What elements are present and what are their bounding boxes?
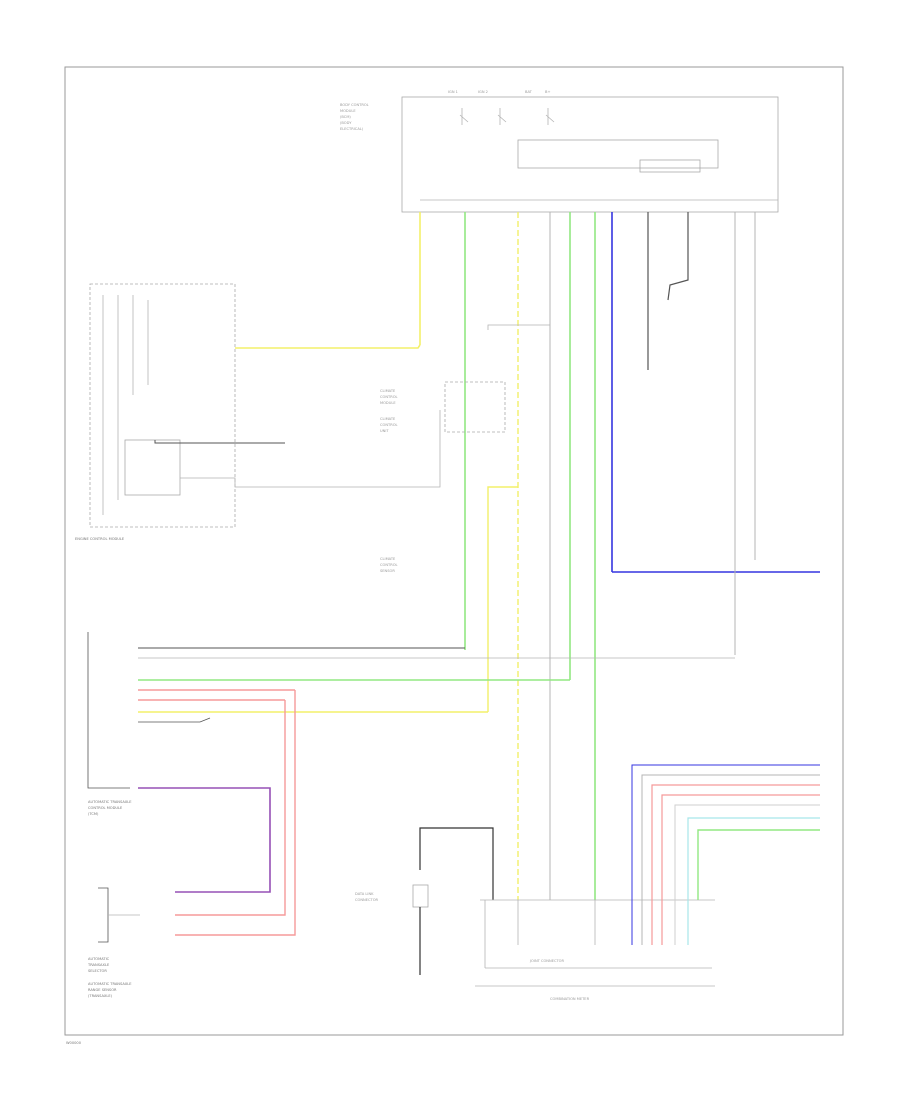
svg-text:IGN 2: IGN 2 [478, 90, 488, 94]
right-bundle [631, 764, 820, 945]
svg-text:SELECTOR: SELECTOR [88, 969, 107, 973]
svg-text:AUTOMATIC TRANSAXLE: AUTOMATIC TRANSAXLE [88, 982, 132, 986]
svg-text:CONTROL: CONTROL [380, 423, 398, 427]
tcm-connector: AUTOMATIC TRANSAXLE CONTROL MODULE (TCM) [87, 632, 735, 936]
svg-text:UNIT: UNIT [380, 429, 389, 433]
svg-text:SENSOR: SENSOR [380, 569, 395, 573]
bottom-connectors: DATA LINK CONNECTOR JOINT CONNECTOR COMB… [355, 827, 715, 1001]
svg-text:(TRANSAXLE): (TRANSAXLE) [88, 994, 113, 998]
svg-text:BAT: BAT [525, 90, 533, 94]
svg-text:B+: B+ [545, 90, 550, 94]
svg-text:MODULE: MODULE [340, 109, 356, 113]
svg-text:ELECTRICAL): ELECTRICAL) [340, 127, 364, 131]
svg-text:BODY CONTROL: BODY CONTROL [340, 103, 369, 107]
selector-bottom-left: AUTOMATIC TRANSAXLE SELECTOR AUTOMATIC T… [87, 887, 140, 998]
svg-text:ENGINE CONTROL MODULE: ENGINE CONTROL MODULE [75, 537, 125, 541]
center-switch: CLIMATE CONTROL MODULE CLIMATE CONTROL U… [380, 324, 551, 712]
svg-text:CONTROL: CONTROL [380, 563, 398, 567]
control-module-left: ENGINE CONTROL MODULE [75, 283, 441, 541]
svg-text:MODULE: MODULE [380, 401, 396, 405]
svg-text:JOINT CONNECTOR: JOINT CONNECTOR [529, 959, 564, 963]
diagram-frame [64, 66, 844, 1036]
svg-text:AUTOMATIC TRANSAXLE: AUTOMATIC TRANSAXLE [88, 800, 132, 804]
svg-text:IGN 1: IGN 1 [448, 90, 458, 94]
svg-text:(BODY: (BODY [340, 121, 352, 125]
svg-text:TRANSAXLE: TRANSAXLE [87, 963, 110, 967]
svg-text:COMBINATION METER: COMBINATION METER [550, 997, 590, 1001]
svg-text:CLIMATE: CLIMATE [380, 417, 396, 421]
svg-text:CONTROL: CONTROL [380, 395, 398, 399]
svg-text:AUTOMATIC: AUTOMATIC [88, 957, 110, 961]
svg-text:RANGE SENSOR: RANGE SENSOR [88, 988, 117, 992]
figure-code: W00000 [66, 1041, 82, 1045]
svg-text:CLIMATE: CLIMATE [380, 557, 396, 561]
svg-text:(TCM): (TCM) [88, 812, 99, 816]
svg-text:DATA LINK: DATA LINK [355, 892, 374, 896]
top-module: BODY CONTROL MODULE (BCM) (BODY ELECTRIC… [340, 90, 779, 213]
svg-text:(BCM): (BCM) [340, 115, 351, 119]
svg-text:CONNECTOR: CONNECTOR [355, 898, 379, 902]
svg-text:CONTROL MODULE: CONTROL MODULE [88, 806, 123, 810]
top-wires [235, 212, 820, 900]
svg-text:CLIMATE: CLIMATE [380, 389, 396, 393]
